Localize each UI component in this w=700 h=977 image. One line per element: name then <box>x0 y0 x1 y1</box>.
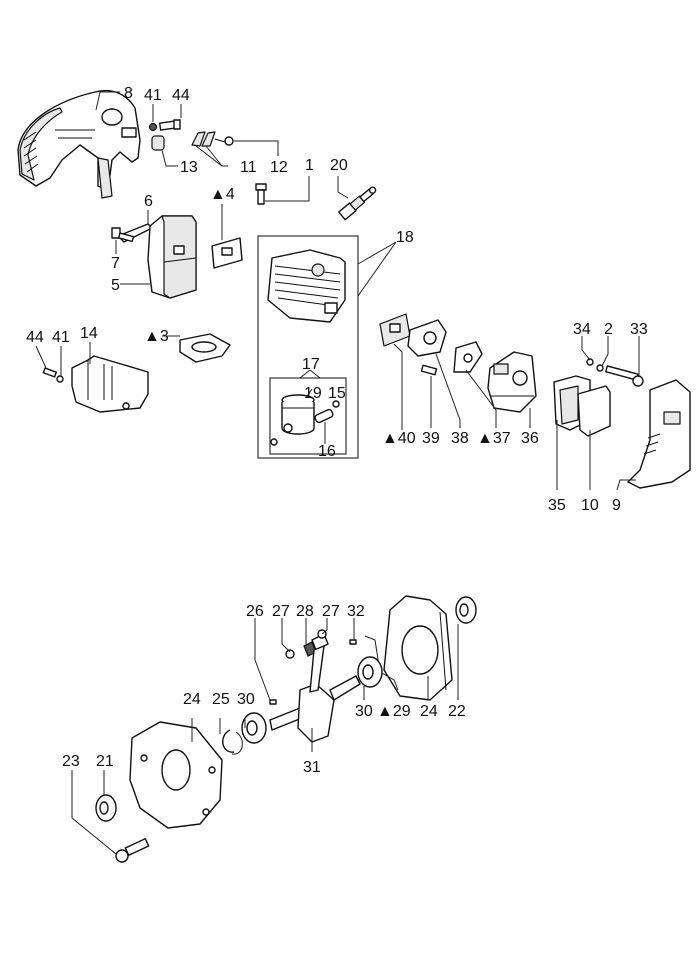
part-13-grommet <box>151 135 165 151</box>
part-4-gasket <box>211 237 243 269</box>
label-24: 24 <box>183 691 201 708</box>
label-18: 18 <box>396 229 414 246</box>
label-40: ▲40 <box>382 430 416 447</box>
part-44-screw-lower <box>42 367 58 378</box>
label-27-right: 27 <box>322 603 340 620</box>
label-30: 30 <box>237 691 255 708</box>
part-41-washer-top <box>148 122 158 132</box>
part-9-air-filter-cover <box>627 379 691 489</box>
part-26-key <box>269 699 277 705</box>
part-31-crankshaft <box>269 675 361 743</box>
label-10: 10 <box>581 497 599 514</box>
part-34-washer <box>586 358 594 366</box>
part-38-insulator <box>407 319 447 357</box>
label-1: 1 <box>305 157 314 174</box>
label-44-lower: 44 <box>26 329 44 346</box>
part-2-washer <box>596 364 604 372</box>
part-44-screw-top <box>158 119 181 131</box>
part-5-muffler <box>147 215 197 299</box>
label-44: 44 <box>172 87 190 104</box>
connecting-rod <box>309 633 329 693</box>
part-36-carburetor <box>487 351 537 413</box>
label-7: 7 <box>111 255 120 272</box>
label-5: 5 <box>111 277 120 294</box>
part-10-air-filter <box>577 385 611 437</box>
label-41-lower: 41 <box>52 329 70 346</box>
part-40-gasket <box>379 313 411 347</box>
part-1-bolt <box>255 183 267 205</box>
part-22-seal <box>455 596 477 624</box>
part-27-washer-left <box>285 649 295 659</box>
part-8-engine-cover <box>17 89 141 199</box>
label-15: 15 <box>328 385 346 402</box>
part-24-crankcase-left <box>129 721 223 829</box>
part-18-cylinder-assembly-box <box>257 235 359 459</box>
label-20: 20 <box>330 157 348 174</box>
label-24-right: 24 <box>420 703 438 720</box>
label-41: 41 <box>144 87 162 104</box>
part-23-bolt <box>115 838 150 863</box>
label-28: 28 <box>296 603 314 620</box>
label-38: 38 <box>451 430 469 447</box>
part-12-screw <box>214 136 234 146</box>
label-39: 39 <box>422 430 440 447</box>
label-6: 6 <box>144 193 153 210</box>
label-14: 14 <box>80 325 98 342</box>
part-30-bearing-left <box>241 712 267 744</box>
label-27: 27 <box>272 603 290 620</box>
label-31: 31 <box>303 759 321 776</box>
part-labels: 8 41 44 13 11 12 1 20 ▲4 6 7 5 18 44 41 … <box>26 85 648 776</box>
label-2: 2 <box>604 321 613 338</box>
part-14-housing <box>71 355 149 413</box>
part-21-seal <box>95 794 117 822</box>
part-24-crankcase-right <box>383 595 453 701</box>
label-35: 35 <box>548 497 566 514</box>
label-22: 22 <box>448 703 466 720</box>
label-33: 33 <box>630 321 648 338</box>
label-37: ▲37 <box>477 430 511 447</box>
part-3-gasket <box>179 333 231 363</box>
label-11: 11 <box>240 159 257 176</box>
part-30-bearing-right <box>357 656 383 688</box>
label-32: 32 <box>347 603 365 620</box>
label-25: 25 <box>212 691 230 708</box>
part-11-terminals <box>191 131 216 147</box>
part-25-circlip <box>222 729 243 755</box>
label-13: 13 <box>180 159 198 176</box>
label-34: 34 <box>573 321 591 338</box>
label-30-right: 30 <box>355 703 373 720</box>
label-9: 9 <box>612 497 621 514</box>
part-17-piston-box <box>269 377 347 455</box>
label-26: 26 <box>246 603 264 620</box>
label-19: 19 <box>304 385 322 402</box>
part-41-washer-lower <box>56 375 64 383</box>
label-3: ▲3 <box>144 328 169 345</box>
part-39-screw <box>420 364 438 376</box>
label-12: 12 <box>270 159 288 176</box>
label-23: 23 <box>62 753 80 770</box>
part-20-spark-plug <box>338 186 377 221</box>
label-8: 8 <box>124 85 133 102</box>
label-17: 17 <box>302 356 320 373</box>
label-29: ▲29 <box>377 703 411 720</box>
label-4: ▲4 <box>210 186 235 203</box>
leader-lines <box>35 91 640 855</box>
part-33-bolt <box>605 365 644 387</box>
label-36: 36 <box>521 430 539 447</box>
label-16: 16 <box>318 443 336 460</box>
part-37-gasket <box>453 341 483 373</box>
part-7-bolt <box>111 227 135 243</box>
part-32-pin <box>349 639 357 645</box>
label-21: 21 <box>96 753 114 770</box>
